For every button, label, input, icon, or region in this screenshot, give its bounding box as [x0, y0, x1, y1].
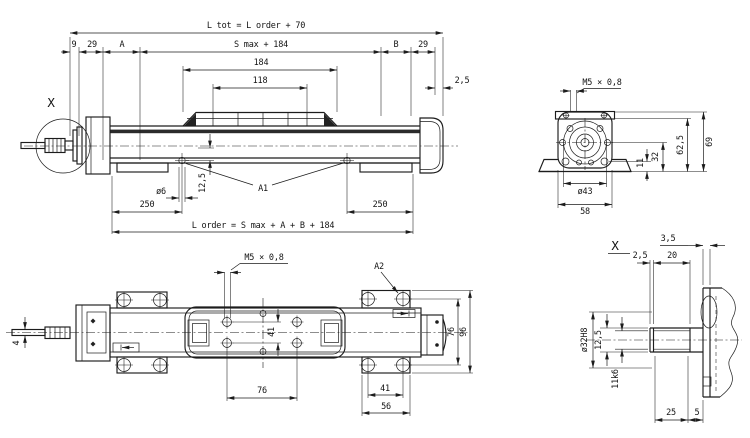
- dim-m5-end: M5 × 0,8: [582, 77, 622, 88]
- dim-dia43: ø43: [577, 186, 593, 197]
- dim-32: 32: [650, 152, 661, 162]
- dim-184: 184: [253, 57, 269, 68]
- dim-12-5-detail: 12,5: [593, 330, 604, 350]
- end-view: [538, 88, 707, 208]
- dim-dia32h8: ø32H8: [579, 327, 590, 353]
- dim-a: A: [119, 39, 125, 50]
- dim-l-order: L order = S max + A + B + 184: [191, 220, 335, 231]
- dim-11: 11: [635, 158, 646, 168]
- dim-69: 69: [704, 137, 715, 147]
- dim-250-left: 250: [139, 199, 155, 210]
- dim-118: 118: [252, 75, 268, 86]
- dim-29-left: 29: [87, 39, 97, 50]
- label-a1: A1: [258, 183, 268, 194]
- dim-20: 20: [667, 250, 677, 261]
- dim-25: 25: [666, 407, 676, 418]
- dim-dia6: ø6: [156, 186, 166, 197]
- dim-3-5: 3,5: [660, 233, 676, 244]
- dim-2-5-side: 2,5: [454, 75, 470, 86]
- dim-5: 5: [694, 407, 700, 418]
- dim-76-carriage: 76: [257, 385, 267, 396]
- dim-11k6: 11k6: [610, 369, 621, 389]
- dim-250-right: 250: [372, 199, 388, 210]
- dim-76-feet: 76: [446, 327, 457, 337]
- dim-56: 56: [381, 401, 391, 412]
- dim-m5-top: M5 × 0,8: [244, 252, 284, 263]
- detail-x-marker: X: [47, 94, 55, 110]
- dim-58: 58: [580, 206, 590, 217]
- dim-b: B: [393, 39, 399, 50]
- dim-9: 9: [71, 39, 77, 50]
- type-label-plate-left: [112, 342, 140, 353]
- dim-12-5-side: 12,5: [197, 173, 208, 193]
- type-label-plate-right: [392, 309, 416, 318]
- side-view: [20, 31, 458, 234]
- detail-x-title: X: [611, 237, 619, 253]
- dim-62-5: 62,5: [675, 135, 686, 155]
- dim-96: 96: [458, 327, 469, 337]
- dim-41-feet: 41: [380, 383, 390, 394]
- dim-2-5-detail: 2,5: [632, 250, 648, 261]
- dim-41-carriage: 41: [266, 327, 277, 337]
- dim-29-right: 29: [418, 39, 428, 50]
- dim-l-tot: L tot = L order + 70: [206, 20, 306, 31]
- detail-x-view: [586, 243, 742, 423]
- dim-4: 4: [11, 340, 22, 346]
- label-a2: A2: [374, 261, 384, 272]
- top-view: [6, 263, 473, 416]
- dim-s-max: S max + 184: [233, 39, 289, 50]
